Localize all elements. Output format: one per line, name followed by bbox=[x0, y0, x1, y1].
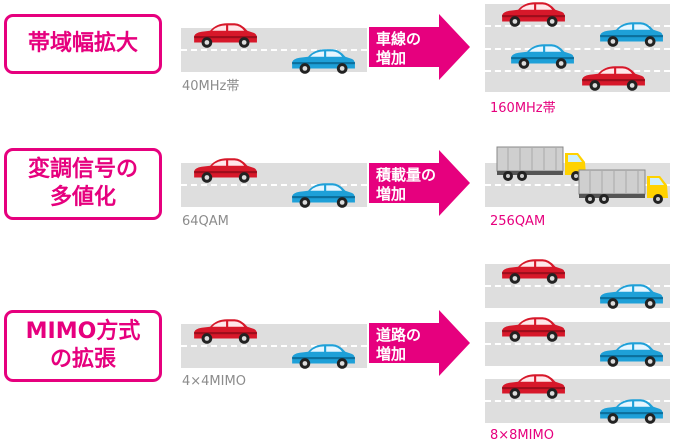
row-3-before-label: 4×4MIMO bbox=[182, 374, 246, 389]
blue-car-icon bbox=[290, 342, 356, 370]
blue-car-icon bbox=[290, 181, 356, 209]
blue-car-icon bbox=[290, 47, 356, 75]
truck-icon bbox=[578, 168, 670, 206]
row-2-title: 変調信号の 多値化 bbox=[4, 148, 162, 220]
row-1-arrow-text: 車線の 増加 bbox=[376, 30, 422, 67]
arrow-right-icon bbox=[369, 150, 470, 216]
row-2-before-label: 64QAM bbox=[182, 214, 229, 229]
row-1-before-label: 40MHz帯 bbox=[182, 79, 240, 94]
blue-car-icon bbox=[598, 397, 664, 425]
truck-icon bbox=[496, 145, 588, 183]
red-car-icon bbox=[500, 372, 566, 400]
blue-car-icon bbox=[509, 42, 575, 70]
arrow-right-icon bbox=[369, 310, 470, 376]
blue-car-icon bbox=[598, 20, 664, 48]
red-car-icon bbox=[192, 156, 258, 184]
row-3-after-label: 8×8MIMO bbox=[490, 428, 554, 443]
row-2-arrow-text: 積載量の 増加 bbox=[376, 166, 437, 203]
red-car-icon bbox=[500, 315, 566, 343]
row-2-after-label: 256QAM bbox=[490, 214, 546, 229]
red-car-icon bbox=[500, 257, 566, 285]
red-car-icon bbox=[500, 0, 566, 28]
red-car-icon bbox=[192, 317, 258, 345]
row-3-title: MIMO方式 の拡張 bbox=[4, 310, 162, 382]
blue-car-icon bbox=[598, 340, 664, 368]
arrow-right-icon bbox=[369, 14, 470, 80]
red-car-icon bbox=[580, 64, 646, 92]
row-1-after-label: 160MHz帯 bbox=[490, 101, 556, 116]
row-3-arrow-text: 道路の 増加 bbox=[376, 326, 422, 363]
row-1-title: 帯域幅拡大 bbox=[4, 14, 162, 74]
red-car-icon bbox=[192, 21, 258, 49]
blue-car-icon bbox=[598, 282, 664, 310]
